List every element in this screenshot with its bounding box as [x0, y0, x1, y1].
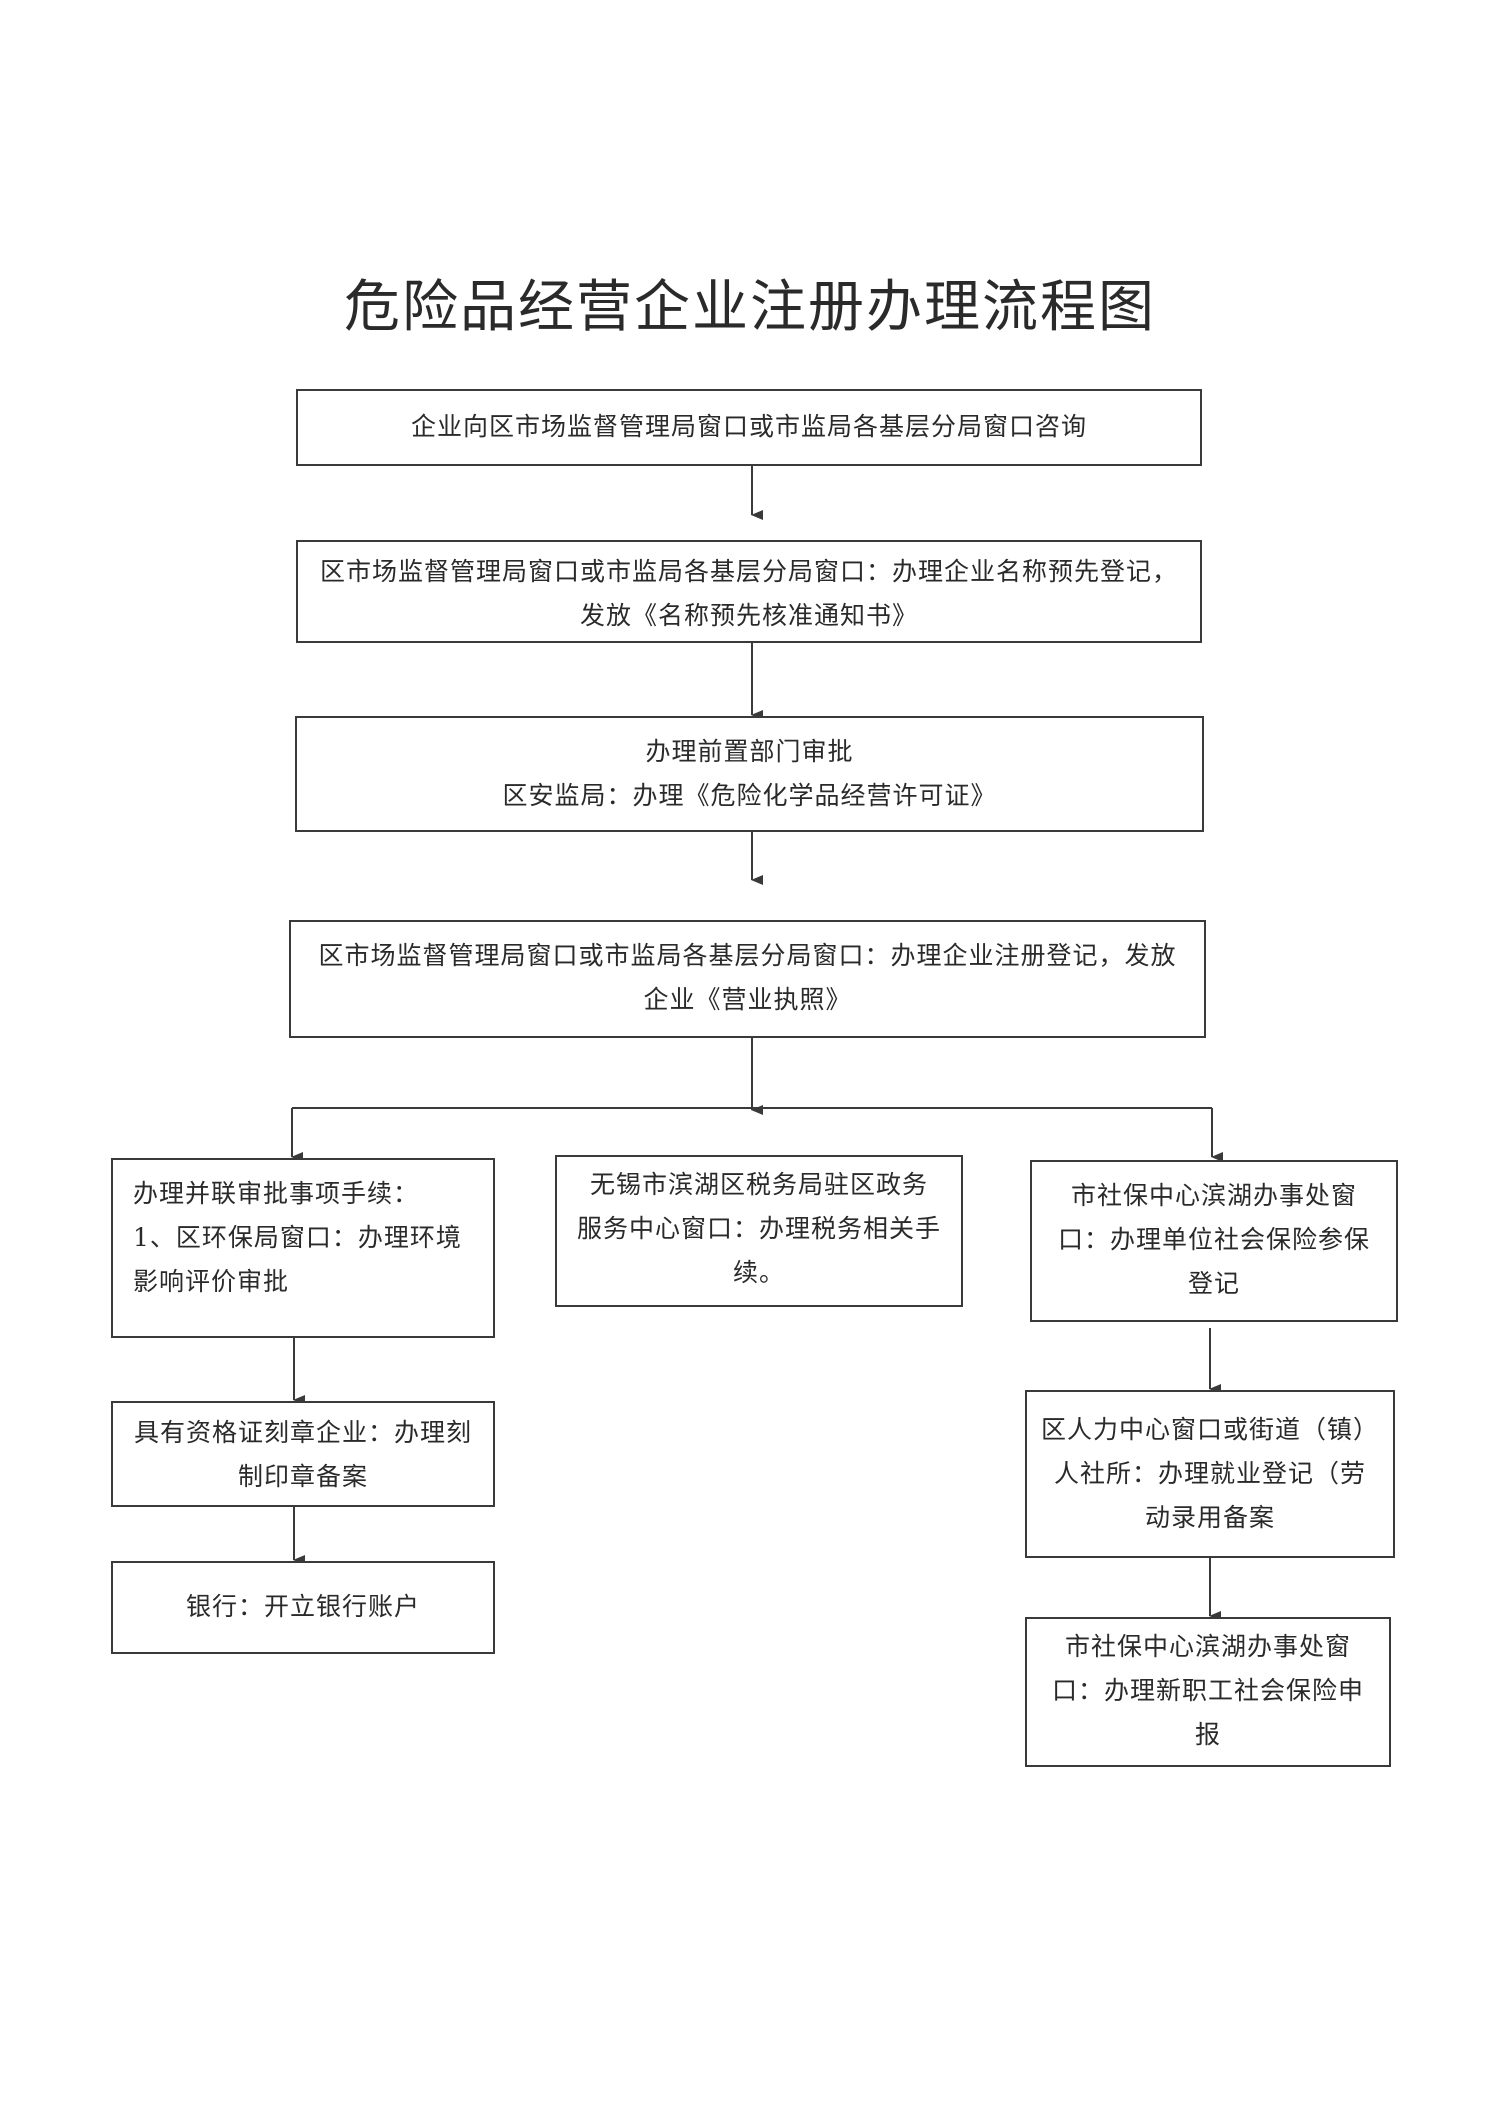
step-employment-registration-line-2: 人社所：办理就业登记（劳 [1053, 1459, 1366, 1488]
step-pre-approval-line-2: 区安监局：办理《危险化学品经营许可证》 [502, 781, 997, 810]
step-pre-approval-line-1: 办理前置部门审批 [645, 737, 854, 766]
step-social-security-unit-line-2: 口：办理单位社会保险参保 [1057, 1225, 1370, 1254]
step-seal-filing-line-1: 具有资格证刻章企业：办理刻 [133, 1418, 472, 1447]
step-consult-box: 企业向区市场监督管理局窗口或市监局各基层分局窗口咨询 [296, 389, 1202, 466]
step-tax-line-1: 无锡市滨湖区税务局驻区政务 [589, 1170, 928, 1199]
step-bank-account-line-1: 银行：开立银行账户 [185, 1592, 420, 1621]
step-name-registration-box: 区市场监督管理局窗口或市监局各基层分局窗口：办理企业名称预先登记， 发放《名称预… [296, 540, 1202, 643]
step-consult-line-1: 企业向区市场监督管理局窗口或市监局各基层分局窗口咨询 [410, 412, 1087, 441]
step-parallel-approval-box: 办理并联审批事项手续： 1、区环保局窗口：办理环境 影响评价审批 [111, 1158, 495, 1338]
step-business-license-line-1: 区市场监督管理局窗口或市监局各基层分局窗口：办理企业注册登记，发放 [318, 941, 1177, 970]
step-new-employee-insurance-line-1: 市社保中心滨湖办事处窗 [1064, 1632, 1351, 1661]
step-business-license-box: 区市场监督管理局窗口或市监局各基层分局窗口：办理企业注册登记，发放 企业《营业执… [289, 920, 1206, 1038]
step-employment-registration-box: 区人力中心窗口或街道（镇） 人社所：办理就业登记（劳 动录用备案 [1025, 1390, 1395, 1558]
step-new-employee-insurance-line-3: 报 [1194, 1720, 1221, 1749]
step-parallel-approval-line-2: 1、区环保局窗口：办理环境 [133, 1223, 462, 1252]
step-social-security-unit-line-1: 市社保中心滨湖办事处窗 [1070, 1181, 1357, 1210]
step-new-employee-insurance-line-2: 口：办理新职工社会保险申 [1051, 1676, 1364, 1705]
step-employment-registration-line-1: 区人力中心窗口或街道（镇） [1040, 1415, 1379, 1444]
step-tax-box: 无锡市滨湖区税务局驻区政务 服务中心窗口：办理税务相关手 续。 [555, 1155, 963, 1307]
step-business-license-line-2: 企业《营业执照》 [643, 985, 852, 1014]
step-name-registration-line-1: 区市场监督管理局窗口或市监局各基层分局窗口：办理企业名称预先登记， [319, 557, 1178, 586]
step-social-security-unit-box: 市社保中心滨湖办事处窗 口：办理单位社会保险参保 登记 [1030, 1160, 1398, 1322]
step-name-registration-line-2: 发放《名称预先核准通知书》 [579, 601, 918, 630]
step-social-security-unit-line-3: 登记 [1187, 1269, 1240, 1298]
step-tax-line-3: 续。 [732, 1258, 785, 1287]
step-tax-line-2: 服务中心窗口：办理税务相关手 [576, 1214, 941, 1243]
step-employment-registration-line-3: 动录用备案 [1144, 1503, 1275, 1532]
page-title: 危险品经营企业注册办理流程图 [344, 275, 1156, 340]
step-bank-account-box: 银行：开立银行账户 [111, 1561, 495, 1654]
step-seal-filing-line-2: 制印章备案 [237, 1462, 368, 1491]
step-parallel-approval-line-3: 影响评价审批 [133, 1267, 290, 1296]
step-new-employee-insurance-box: 市社保中心滨湖办事处窗 口：办理新职工社会保险申 报 [1025, 1617, 1391, 1767]
step-pre-approval-box: 办理前置部门审批 区安监局：办理《危险化学品经营许可证》 [295, 716, 1204, 832]
step-seal-filing-box: 具有资格证刻章企业：办理刻 制印章备案 [111, 1401, 495, 1507]
step-parallel-approval-line-1: 办理并联审批事项手续： [133, 1179, 420, 1208]
